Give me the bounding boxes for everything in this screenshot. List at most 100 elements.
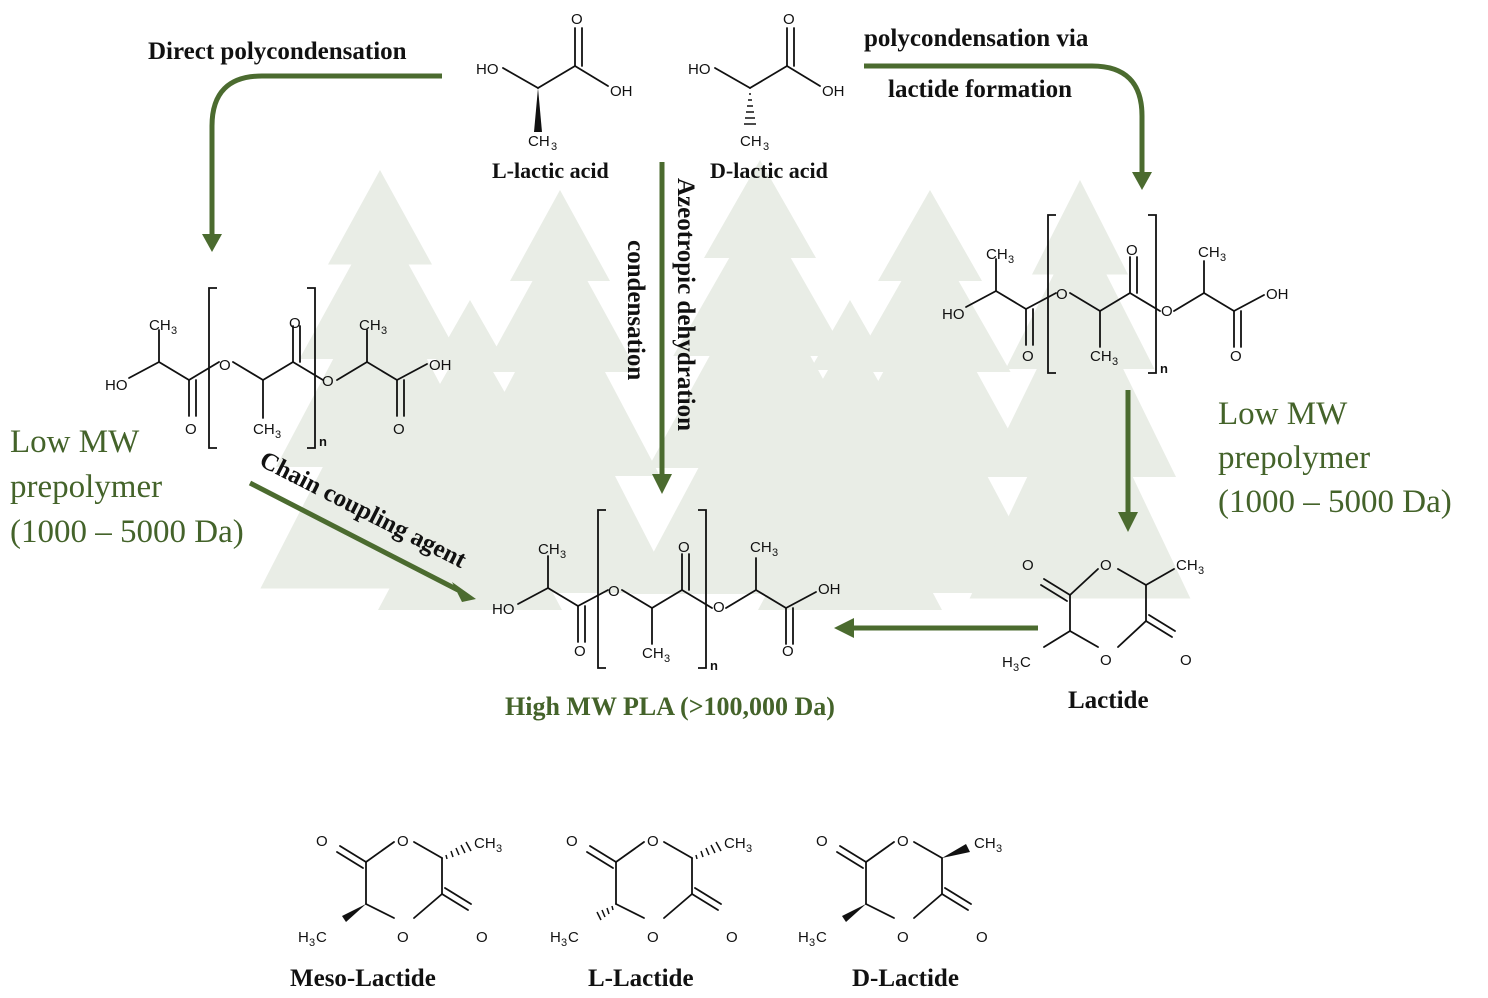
atom-label: O	[1180, 652, 1192, 669]
atom-label: CH	[149, 317, 171, 334]
atom-label: O	[397, 833, 409, 850]
atom-subscript: 3	[996, 843, 1002, 855]
repeat-index: n	[319, 434, 327, 449]
atom-label: O	[289, 315, 301, 332]
atom-label: HO	[688, 61, 711, 78]
atom-label: C	[316, 929, 327, 946]
atom-label: O	[1022, 557, 1034, 574]
low-mw-prepolymer-left-label: Low MW prepolymer (1000 – 5000 Da)	[10, 424, 244, 550]
arrow-direct-polycondensation	[202, 73, 442, 252]
right-prepolymer-structure: HO CH 3 O O O CH 3 O CH 3 O OH n	[942, 214, 1289, 376]
atom-label: OH	[1266, 286, 1289, 303]
atom-subscript: 3	[551, 141, 557, 153]
atom-label: O	[897, 929, 909, 946]
atom-label: CH	[974, 835, 996, 852]
label-azeotropic-dehydration: Azeotropic dehydration	[672, 178, 699, 431]
da-range-line: (1000 – 5000 Da)	[10, 514, 244, 550]
tree-icon	[969, 180, 1191, 599]
atom-label: CH	[740, 133, 762, 150]
label-meso-lactide: Meso-Lactide	[290, 965, 436, 992]
label-d-lactide: D-Lactide	[852, 965, 959, 992]
atom-subscript: 3	[809, 937, 815, 949]
arrow-azeotropic	[652, 162, 672, 494]
l-lactic-acid-structure: HO O OH CH 3	[476, 11, 633, 153]
atom-label: O	[566, 833, 578, 850]
prepolymer-line: prepolymer	[1218, 440, 1370, 476]
atom-label: O	[678, 539, 690, 556]
atom-label: O	[185, 421, 197, 438]
d-lactic-acid-structure: HO O OH CH 3	[688, 11, 845, 153]
atom-label: CH	[359, 317, 381, 334]
atom-label: OH	[610, 83, 633, 100]
atom-subscript: 3	[1008, 254, 1014, 266]
atom-label: CH	[642, 645, 664, 662]
atom-label: CH	[724, 835, 746, 852]
atom-label: O	[782, 643, 794, 660]
label-polycondensation-via: polycondensation via	[864, 25, 1089, 52]
atom-label: O	[713, 599, 725, 616]
atom-label: O	[976, 929, 988, 946]
da-range-line: (1000 – 5000 Da)	[1218, 484, 1452, 520]
atom-label: C	[816, 929, 827, 946]
atom-subscript: 3	[664, 653, 670, 665]
atom-subscript: 3	[1220, 252, 1226, 264]
atom-label: O	[783, 11, 795, 28]
atom-subscript: 3	[1013, 662, 1019, 674]
label-lactide-formation: lactide formation	[888, 76, 1072, 103]
atom-label: CH	[1198, 244, 1220, 261]
atom-label: OH	[818, 581, 841, 598]
label-direct-polycondensation: Direct polycondensation	[148, 38, 407, 65]
label-condensation: condensation	[622, 240, 649, 380]
repeat-index: n	[710, 658, 718, 673]
arrow-chain-coupling	[248, 480, 476, 602]
atom-label: OH	[822, 83, 845, 100]
atom-label: O	[647, 929, 659, 946]
atom-label: O	[1022, 348, 1034, 365]
atom-label: O	[1056, 286, 1068, 303]
label-high-mw-pla: High MW PLA (>100,000 Da)	[505, 692, 835, 721]
atom-label: CH	[750, 539, 772, 556]
atom-label: CH	[1176, 557, 1198, 574]
atom-label: O	[219, 357, 231, 374]
atom-label: HO	[942, 306, 965, 323]
atom-label: CH	[1090, 348, 1112, 365]
atom-label: HO	[492, 601, 515, 618]
atom-label: O	[571, 11, 583, 28]
high-mw-pla-structure: HO CH 3 O O O CH 3 O CH 3 O OH n	[492, 509, 841, 673]
l-lactide-structure: O O CH 3 O O H 3 C	[550, 833, 752, 949]
atom-subscript: 3	[381, 325, 387, 337]
atom-subscript: 3	[1198, 565, 1204, 577]
atom-subscript: 3	[496, 843, 502, 855]
atom-label: H	[298, 929, 309, 946]
atom-label: O	[476, 929, 488, 946]
atom-subscript: 3	[746, 843, 752, 855]
meso-lactide-structure: O O CH 3 O O H 3 C	[298, 833, 502, 949]
atom-label: O	[1100, 652, 1112, 669]
atom-label: C	[568, 929, 579, 946]
atom-label: O	[316, 833, 328, 850]
arrow-lactide-to-pla	[834, 618, 1038, 638]
left-prepolymer-structure: HO CH 3 O O O CH 3 O CH 3 O OH n	[105, 287, 452, 449]
low-mw-prepolymer-right-label: Low MW prepolymer (1000 – 5000 Da)	[1218, 396, 1452, 520]
atom-label: O	[574, 643, 586, 660]
atom-subscript: 3	[763, 141, 769, 153]
label-d-lactic-acid: D-lactic acid	[710, 158, 828, 183]
atom-subscript: 3	[171, 325, 177, 337]
atom-label: H	[1002, 654, 1013, 671]
atom-subscript: 3	[1112, 356, 1118, 368]
d-lactide-structure: O O CH 3 O O H 3 C	[798, 833, 1002, 949]
atom-label: OH	[429, 357, 452, 374]
repeat-index: n	[1160, 361, 1168, 376]
atom-label: O	[393, 421, 405, 438]
arrow-prepolymer-to-lactide	[1118, 390, 1138, 532]
lactide-structure: O O CH 3 O O H 3 C	[1002, 557, 1204, 674]
low-mw-line: Low MW	[10, 424, 140, 460]
atom-label: O	[726, 929, 738, 946]
atom-subscript: 3	[309, 937, 315, 949]
atom-subscript: 3	[561, 937, 567, 949]
label-l-lactic-acid: L-lactic acid	[492, 158, 609, 183]
atom-label: O	[397, 929, 409, 946]
atom-label: HO	[476, 61, 499, 78]
